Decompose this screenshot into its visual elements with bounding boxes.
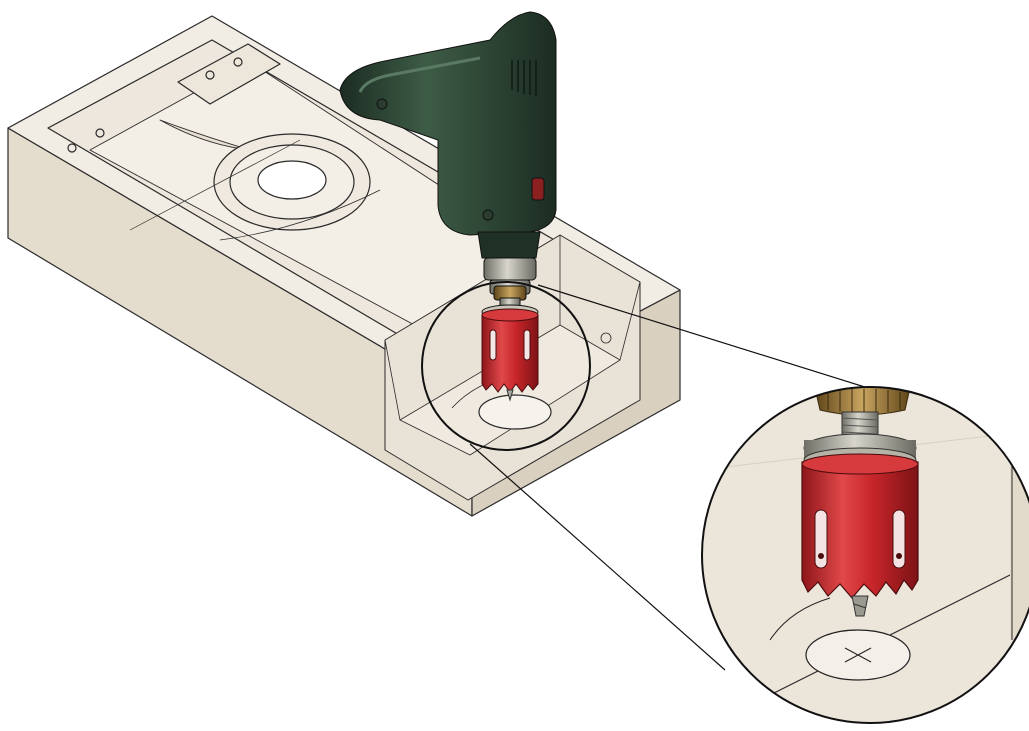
pilot-bit (506, 389, 514, 402)
magnifier-callout (701, 386, 1029, 724)
drill-handle (339, 11, 557, 236)
drill-icon (339, 11, 557, 320)
hole-saw-icon (481, 308, 539, 402)
hole-saw-slot (489, 329, 497, 361)
drill-target-mark (478, 394, 552, 430)
zoom-hole-saw-slot (814, 509, 828, 569)
drill-chuck (483, 257, 537, 281)
screw-hole (95, 128, 105, 138)
zoom-hole-saw-slot (892, 509, 906, 569)
zoom-lens-outline (701, 386, 1029, 724)
callout-lines (469, 284, 869, 671)
screw-hole (67, 143, 77, 153)
zoom-hole-saw-body (801, 461, 919, 599)
screw-hole (233, 57, 243, 67)
through-hole (257, 160, 327, 200)
drill-trigger (531, 177, 545, 201)
screw-hole (205, 70, 215, 80)
zoom-source-circle (421, 281, 591, 451)
hole-saw-slot (523, 329, 531, 361)
drill-nose (477, 231, 541, 259)
drill-vents (511, 60, 537, 96)
mounting-plate (177, 43, 281, 105)
